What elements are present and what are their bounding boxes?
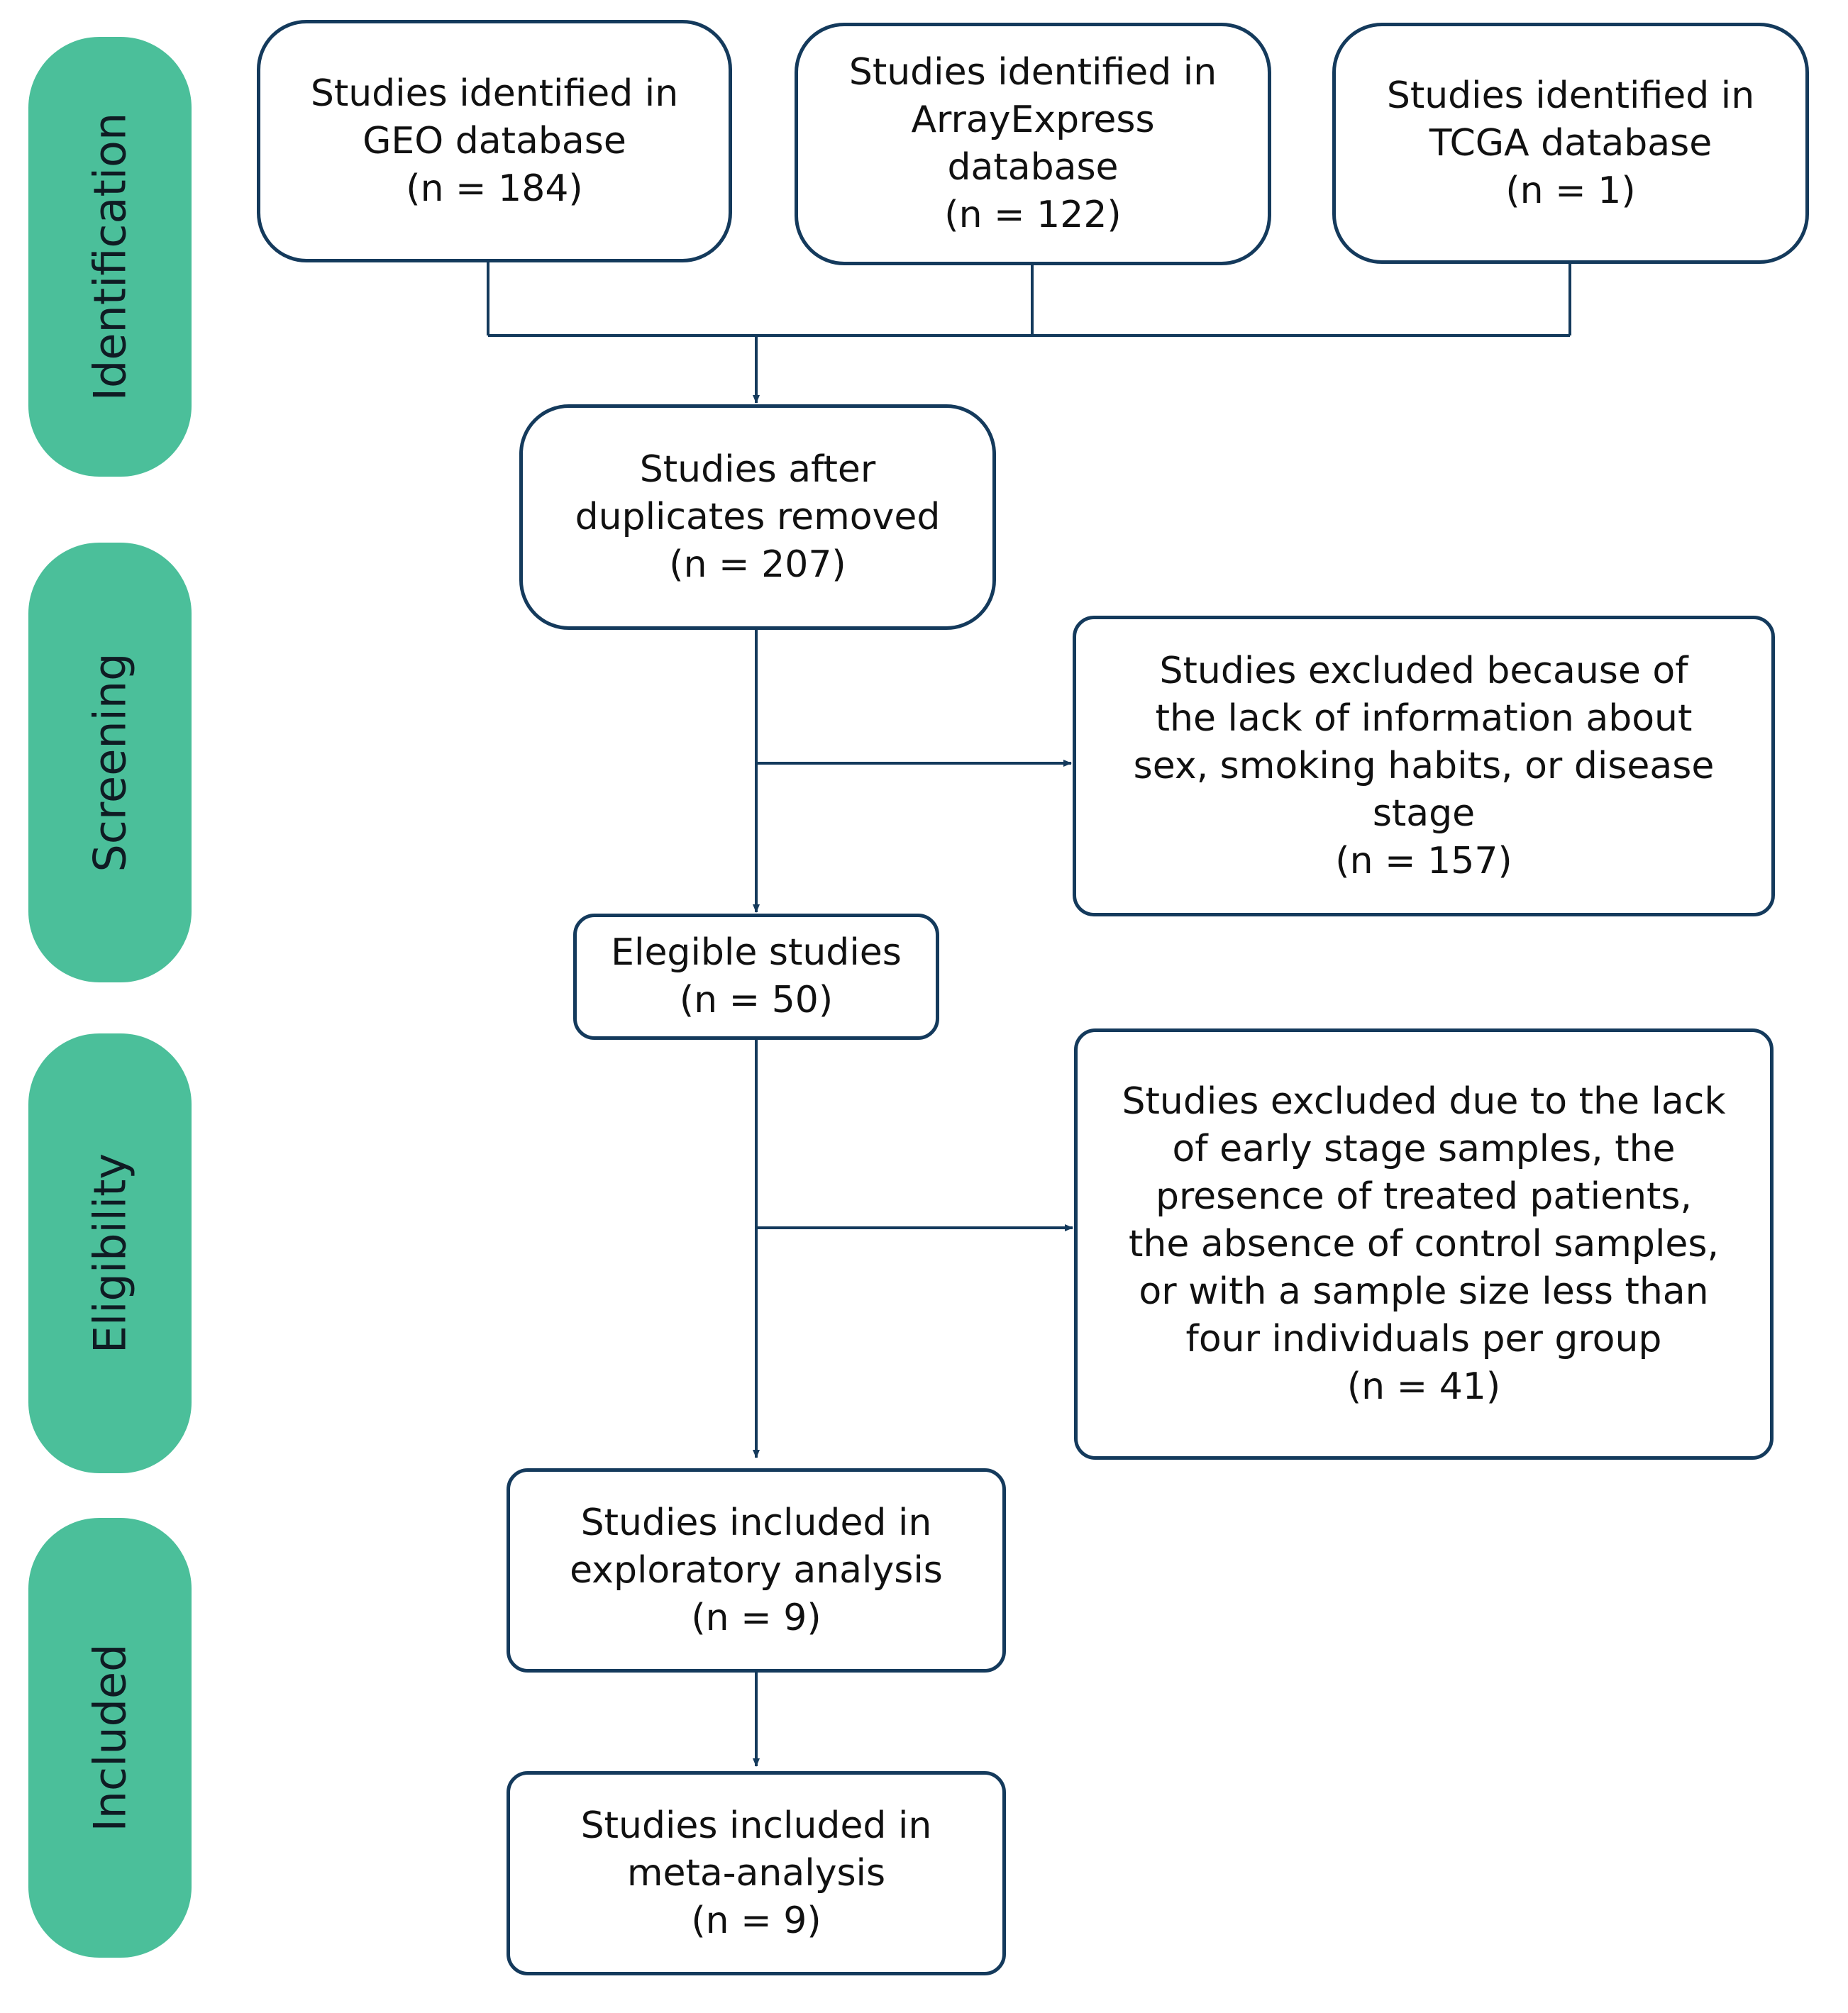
after-duplicates-line-1: Studies after — [639, 448, 876, 491]
arrayexpress-line-1: Studies identified in — [848, 51, 1217, 94]
screening-excluded-line-4: stage — [1372, 792, 1476, 835]
screening-excluded-box: Studies excluded because of the lack of … — [1073, 616, 1775, 916]
eligible-line-1: Elegible studies — [611, 931, 902, 974]
meta-line-2: meta-analysis — [626, 1851, 886, 1895]
eligibility-excluded-line-3: presence of treated patients, — [1155, 1175, 1693, 1218]
tcga-studies-box: Studies identified in TCGA database (n =… — [1332, 23, 1809, 264]
exploratory-line-2: exploratory analysis — [570, 1548, 943, 1592]
meta-analysis-box: Studies included in meta-analysis (n = 9… — [507, 1771, 1006, 1975]
arrayexpress-line-3: database — [947, 146, 1119, 189]
phase-eligibility-label: Eligibility — [84, 1153, 136, 1354]
exploratory-analysis-box: Studies included in exploratory analysis… — [507, 1468, 1006, 1673]
tcga-line-2: TCGA database — [1429, 121, 1713, 165]
phase-screening-label: Screening — [84, 653, 136, 872]
geo-line-2: GEO database — [363, 119, 626, 162]
after-duplicates-count: (n = 207) — [669, 543, 846, 586]
eligible-studies-box: Elegible studies (n = 50) — [573, 914, 939, 1040]
phase-identification: Identification — [28, 37, 192, 477]
after-duplicates-line-2: duplicates removed — [575, 495, 941, 538]
eligibility-excluded-line-2: of early stage samples, the — [1172, 1127, 1676, 1170]
phase-identification-label: Identification — [84, 112, 136, 401]
screening-excluded-count: (n = 157) — [1335, 839, 1512, 882]
eligibility-excluded-box: Studies excluded due to the lack of earl… — [1074, 1028, 1774, 1460]
eligibility-excluded-line-6: four individuals per group — [1185, 1317, 1662, 1360]
phase-screening: Screening — [28, 543, 192, 982]
arrayexpress-line-2: ArrayExpress — [911, 99, 1155, 141]
meta-count: (n = 9) — [691, 1899, 821, 1942]
eligibility-excluded-line-1: Studies excluded due to the lack — [1122, 1080, 1726, 1123]
screening-excluded-line-1: Studies excluded because of — [1159, 649, 1688, 692]
meta-line-1: Studies included in — [580, 1804, 932, 1847]
eligibility-excluded-line-5: or with a sample size less than — [1139, 1270, 1709, 1313]
arrayexpress-count: (n = 122) — [944, 194, 1122, 236]
phase-eligibility: Eligibility — [28, 1033, 192, 1473]
arrayexpress-studies-box: Studies identified in ArrayExpress datab… — [795, 23, 1271, 265]
eligibility-excluded-line-4: the absence of control samples, — [1129, 1222, 1719, 1265]
after-duplicates-box: Studies after duplicates removed (n = 20… — [519, 404, 996, 630]
exploratory-count: (n = 9) — [691, 1596, 821, 1639]
tcga-line-1: Studies identified in — [1386, 74, 1755, 117]
eligibility-excluded-count: (n = 41) — [1346, 1365, 1501, 1408]
tcga-count: (n = 1) — [1505, 169, 1636, 212]
phase-included-label: Included — [84, 1643, 136, 1832]
exploratory-line-1: Studies included in — [580, 1501, 932, 1544]
phase-included: Included — [28, 1518, 192, 1958]
geo-count: (n = 184) — [406, 167, 583, 210]
screening-excluded-line-2: the lack of information about — [1155, 697, 1693, 740]
eligible-count: (n = 50) — [679, 979, 834, 1021]
geo-line-1: Studies identified in — [310, 72, 679, 115]
screening-excluded-line-3: sex, smoking habits, or disease — [1133, 744, 1715, 787]
geo-studies-box: Studies identified in GEO database (n = … — [257, 20, 732, 262]
